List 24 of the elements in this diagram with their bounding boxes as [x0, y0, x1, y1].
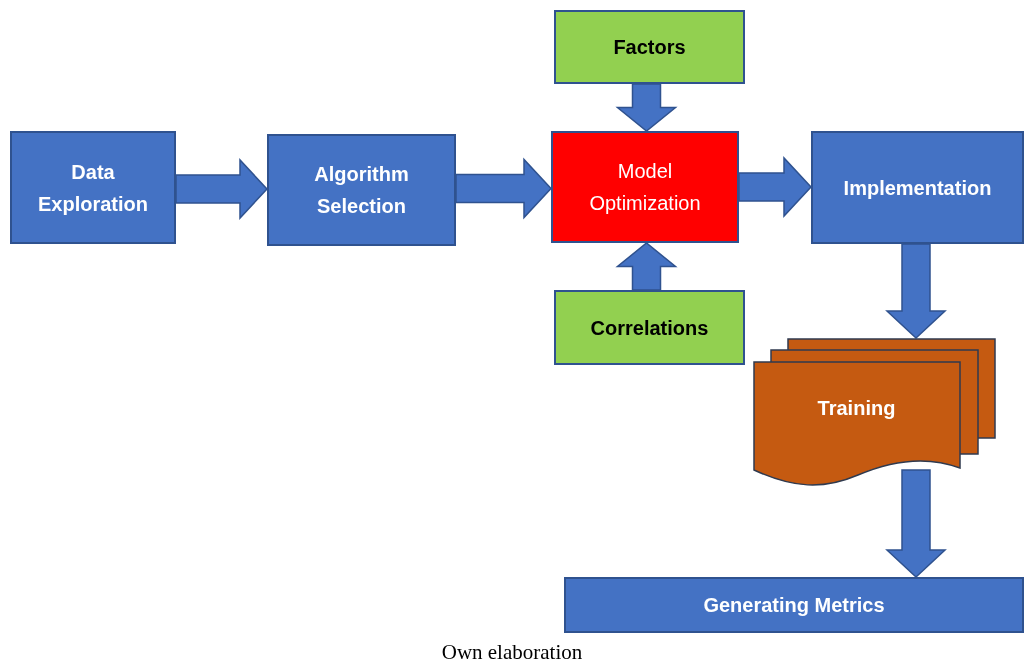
- node-label: Training: [816, 396, 897, 421]
- block-arrow: [175, 158, 269, 220]
- process-box: [267, 134, 456, 246]
- node-label: Factors: [612, 35, 687, 60]
- node-label: Model Optimization: [588, 159, 702, 216]
- process-box: [564, 577, 1024, 633]
- process-box: [811, 131, 1024, 244]
- block-arrow: [738, 156, 813, 218]
- node-label: Generating Metrics: [702, 593, 886, 618]
- multi-document-shape: [753, 338, 996, 488]
- node-label: Data Exploration: [37, 159, 149, 217]
- node-label: Algorithm Selection: [313, 162, 410, 219]
- process-box: [10, 131, 176, 244]
- block-arrow: [615, 242, 678, 291]
- process-box: [551, 131, 739, 243]
- caption: Own elaboration: [440, 640, 584, 665]
- block-arrow: [455, 157, 553, 220]
- node-label: Implementation: [842, 175, 993, 201]
- node-label: Correlations: [589, 315, 710, 341]
- block-arrow: [885, 243, 947, 340]
- input-box: [554, 290, 745, 365]
- block-arrow: [885, 469, 947, 579]
- block-arrow: [615, 83, 678, 132]
- input-box: [554, 10, 745, 84]
